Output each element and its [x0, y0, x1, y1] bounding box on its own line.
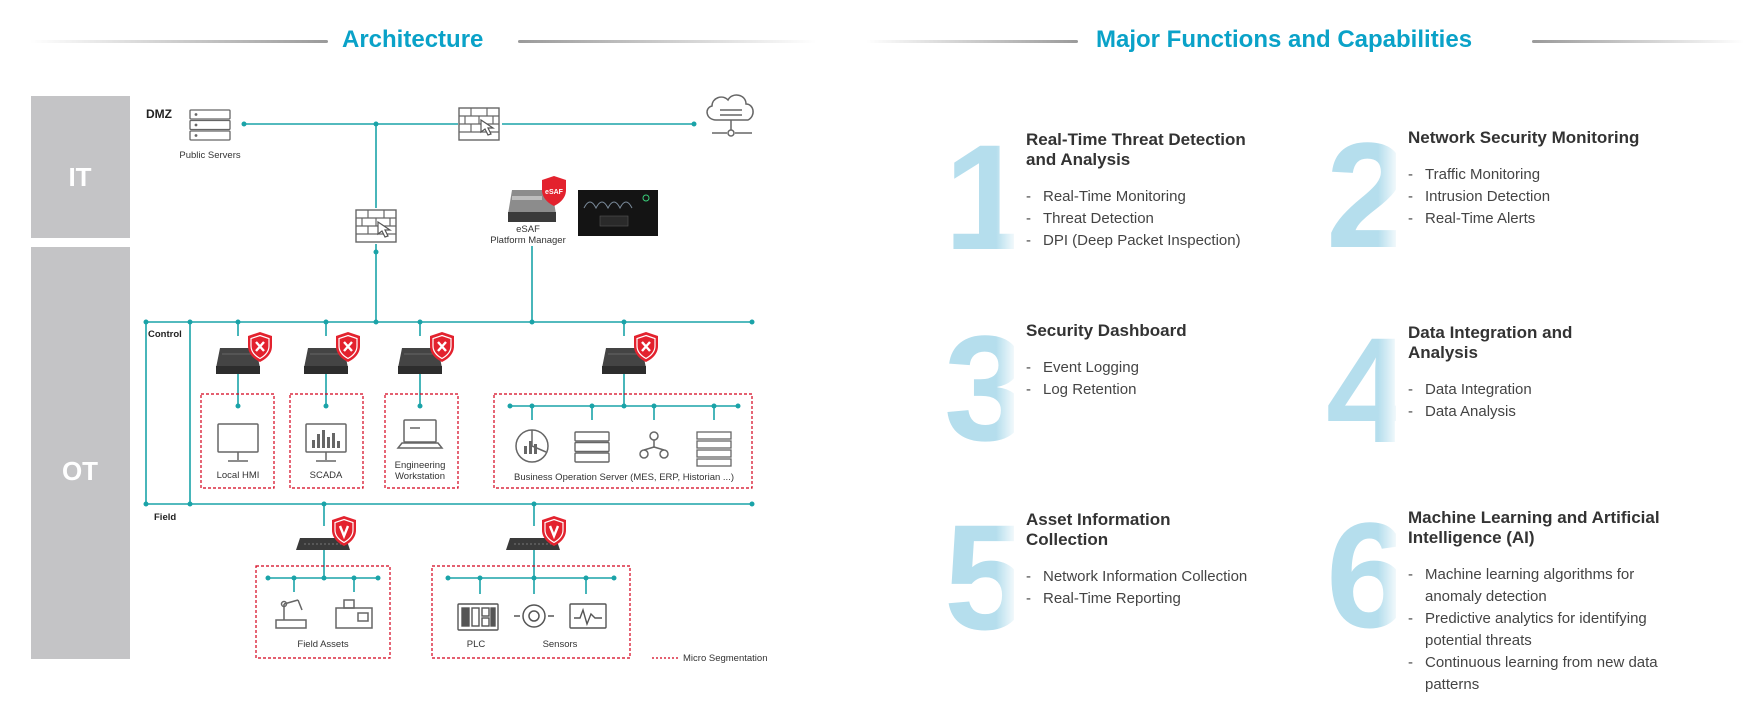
function-3: 3 Security Dashboard Event Logging Log R…: [944, 313, 1304, 491]
micro-segment-boxes: [200, 393, 753, 659]
workstation-laptop-icon: [396, 419, 444, 449]
server-stack-icon: [574, 431, 610, 463]
esaf-label: Platform Manager: [490, 235, 566, 246]
list-item: Traffic Monitoring: [1408, 164, 1673, 186]
it-zone-label: IT: [68, 162, 91, 192]
function-5: 5 Asset Information Collection Network I…: [944, 502, 1304, 680]
list-item: Log Retention: [1026, 379, 1291, 401]
function-4: 4 Data Integration and Analysis Data Int…: [1326, 315, 1686, 493]
control-label: Control: [148, 329, 182, 340]
plc-label: PLC: [467, 639, 486, 650]
esaf-label: eSAF: [516, 224, 540, 235]
machine-icon: [335, 599, 373, 629]
dashboard-monitor-icon: [578, 190, 658, 236]
network-lines: [145, 123, 752, 594]
list-item: Event Logging: [1026, 357, 1291, 379]
function-bullets: Traffic Monitoring Intrusion Detection R…: [1408, 164, 1673, 230]
local-hmi-label: Local HMI: [217, 470, 260, 481]
engineering-label: Workstation: [395, 471, 445, 482]
function-title: Machine Learning and Artificial Intellig…: [1408, 508, 1660, 547]
architecture-title-rule-left: [30, 40, 328, 43]
list-item: Machine learning algorithms for anomaly …: [1408, 564, 1668, 608]
architecture-diagram: IT OT DMZ Public Servers: [31, 94, 767, 664]
function-bullets: Event Logging Log Retention: [1026, 357, 1291, 401]
rack-server-icon: [696, 431, 732, 467]
function-bullets: Machine learning algorithms for anomaly …: [1408, 564, 1668, 696]
sensors-label: Sensors: [543, 639, 578, 650]
firewall-icon: [355, 209, 397, 243]
ot-zone-label: OT: [62, 456, 98, 486]
function-title: Security Dashboard: [1026, 321, 1187, 340]
function-bullets: Data Integration Data Analysis: [1408, 379, 1673, 423]
scada-label: SCADA: [310, 470, 343, 481]
engineering-label: Engineering: [395, 460, 446, 471]
function-6: 6 Machine Learning and Artificial Intell…: [1326, 500, 1686, 704]
users-network-icon: [639, 431, 669, 459]
scada-monitor-icon: [305, 423, 347, 462]
firewall-icon: [458, 107, 500, 141]
functions-title-rule-left: [866, 40, 1078, 43]
network-nodes: [143, 121, 755, 581]
list-item: Intrusion Detection: [1408, 186, 1673, 208]
dmz-label: DMZ: [146, 107, 172, 121]
list-item: Real-Time Reporting: [1026, 588, 1291, 610]
analytics-icon: [515, 429, 549, 463]
waveform-monitor-icon: [569, 603, 607, 629]
public-servers-label: Public Servers: [179, 150, 240, 161]
hmi-monitor-icon: [217, 423, 259, 462]
micro-segmentation-legend: Micro Segmentation: [683, 653, 767, 664]
functions-title: Major Functions and Capabilities: [1096, 26, 1473, 53]
it-zone: [31, 96, 130, 238]
list-item: Real-Time Monitoring: [1026, 186, 1291, 208]
list-item: Predictive analytics for identifying pot…: [1408, 608, 1668, 652]
function-bullets: Real-Time Monitoring Threat Detection DP…: [1026, 186, 1291, 252]
list-item: DPI (Deep Packet Inspection): [1026, 230, 1291, 252]
function-title: Real-Time Threat Detection and Analysis: [1026, 130, 1246, 169]
function-bullets: Network Information Collection Real-Time…: [1026, 566, 1291, 610]
list-item: Data Integration: [1408, 379, 1673, 401]
list-item: Data Analysis: [1408, 401, 1673, 423]
ot-zone: [31, 247, 130, 659]
list-item: Threat Detection: [1026, 208, 1291, 230]
business-server-label: Business Operation Server (MES, ERP, His…: [514, 472, 734, 483]
list-item: Continuous learning from new data patter…: [1408, 652, 1668, 696]
plc-icon: [457, 603, 499, 631]
sensor-gauge-icon: [514, 604, 554, 628]
field-label: Field: [154, 512, 176, 523]
function-1: 1 Real-Time Threat Detection and Analysi…: [944, 122, 1304, 300]
field-assets-label: Field Assets: [297, 639, 348, 650]
functions-title-rule-right: [1532, 40, 1744, 43]
cloud-icon: [706, 94, 754, 137]
public-servers-icon: [189, 109, 231, 141]
svg-text:eSAF: eSAF: [545, 189, 564, 196]
architecture-title-rule-right: [518, 40, 816, 43]
robot-arm-icon: [275, 599, 307, 629]
list-item: Network Information Collection: [1026, 566, 1291, 588]
function-title: Data Integration and Analysis: [1408, 323, 1573, 362]
esaf-shield-icon: eSAF: [542, 176, 566, 206]
function-title: Network Security Monitoring: [1408, 128, 1640, 147]
function-title: Asset Information Collection: [1026, 510, 1171, 549]
architecture-title: Architecture: [342, 26, 484, 53]
list-item: Real-Time Alerts: [1408, 208, 1673, 230]
function-2: 2 Network Security Monitoring Traffic Mo…: [1326, 120, 1686, 298]
